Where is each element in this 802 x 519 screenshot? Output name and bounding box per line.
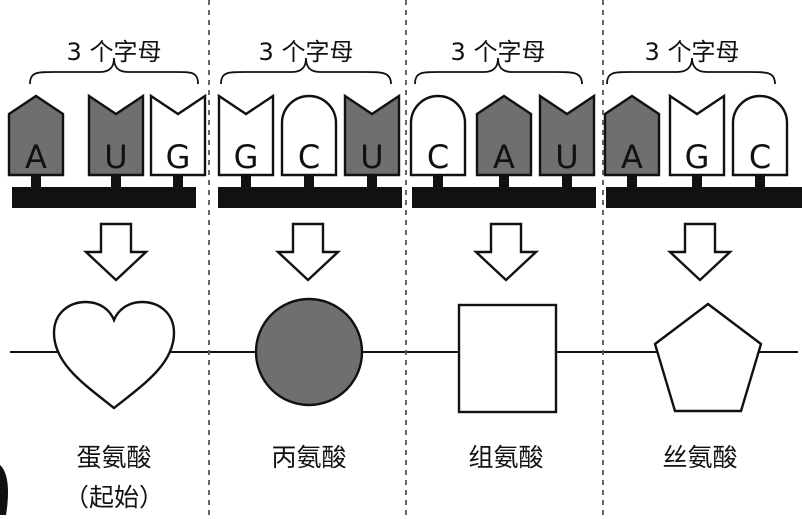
backbone-bar-3 (412, 187, 596, 208)
nucleotide-2-1: G (217, 93, 275, 188)
nucleotide-stem (499, 175, 509, 188)
nucleotide-1-1: A (7, 94, 65, 188)
down-arrow-4 (666, 222, 734, 282)
nucleotide-1-2: U (87, 93, 145, 188)
nucleotide-shape (87, 93, 145, 177)
nucleotide-3-3: U (538, 93, 596, 188)
nucleotide-stem (692, 175, 702, 188)
nucleotide-shape (603, 94, 661, 177)
codon-group-1: 3 个字母 A U G 蛋氨酸 （起始） (7, 38, 207, 512)
nucleotide-4-3: C (731, 94, 789, 188)
bracket-label: 3 个字母 (451, 38, 546, 66)
nucleotide-4-2: G (668, 93, 726, 188)
nucleotide-letter: U (360, 138, 383, 176)
square-shape (457, 303, 558, 414)
nucleotide-shape (731, 94, 789, 177)
down-arrow-1 (82, 222, 150, 282)
nucleotide-shape (668, 93, 726, 177)
nucleotide-stem (755, 175, 765, 188)
nucleotide-4-1: A (603, 94, 661, 188)
backbone-bar-1 (12, 187, 196, 208)
nucleotide-shape (217, 93, 275, 177)
amino-acid-label: 丝氨酸 (662, 443, 737, 472)
nucleotide-2-3: U (343, 93, 401, 188)
nucleotide-stem (433, 175, 443, 188)
down-arrow-3 (472, 222, 540, 282)
amino-acid-note: （起始） (64, 483, 164, 512)
codon-group-4: 3 个字母 A G C 丝氨酸 (603, 38, 789, 472)
nucleotide-1-3: G (149, 93, 207, 188)
circle-shape (254, 297, 364, 407)
bracket-label: 3 个字母 (67, 38, 162, 66)
nucleotide-3-1: C (409, 94, 467, 188)
nucleotide-letter: U (555, 138, 578, 176)
bracket-label: 3 个字母 (259, 38, 354, 66)
nucleotide-stem (367, 175, 377, 188)
nucleotide-letter: C (427, 138, 449, 176)
nucleotide-stem (304, 175, 314, 188)
codon-group-2: 3 个字母 G C U 丙氨酸 (217, 38, 401, 472)
nucleotide-stem (562, 175, 572, 188)
nucleotide-shape (280, 94, 338, 177)
nucleotide-stem (627, 175, 637, 188)
bracket-label: 3 个字母 (645, 38, 740, 66)
nucleotide-letter: A (621, 138, 643, 176)
codon-group-3: 3 个字母 C A U 组氨酸 (409, 38, 596, 472)
amino-acid-label: 组氨酸 (468, 443, 543, 472)
heart-shape (52, 300, 176, 410)
nucleotide-stem (173, 175, 183, 188)
bracket-3 (414, 57, 583, 85)
nucleotide-shape (343, 93, 401, 177)
nucleotide-letter: G (234, 138, 259, 176)
nucleotide-stem (111, 175, 121, 188)
backbone-bar-2 (218, 187, 402, 208)
nucleotide-letter: G (685, 138, 710, 176)
bracket-1 (29, 57, 199, 85)
nucleotide-shape (475, 94, 533, 177)
amino-acid-label: 丙氨酸 (271, 443, 346, 472)
nucleotide-letter: U (104, 138, 127, 176)
nucleotide-letter: C (749, 138, 771, 176)
edge-mark (0, 465, 8, 515)
nucleotide-shape (409, 94, 467, 177)
nucleotide-shape (149, 93, 207, 177)
nucleotide-shape (7, 94, 65, 177)
nucleotide-stem (241, 175, 251, 188)
down-arrow-2 (274, 222, 342, 282)
nucleotide-shape (538, 93, 596, 177)
bracket-2 (220, 57, 392, 85)
pentagon-shape (653, 302, 763, 413)
nucleotide-letter: A (493, 138, 515, 176)
nucleotide-letter: C (298, 138, 320, 176)
nucleotide-letter: G (166, 138, 191, 176)
nucleotide-letter: A (25, 138, 47, 176)
backbone-bar-4 (606, 187, 802, 208)
nucleotide-2-2: C (280, 94, 338, 188)
amino-acid-label: 蛋氨酸 (76, 443, 151, 472)
nucleotide-3-2: A (475, 94, 533, 188)
bracket-4 (606, 57, 776, 85)
nucleotide-stem (31, 175, 41, 188)
